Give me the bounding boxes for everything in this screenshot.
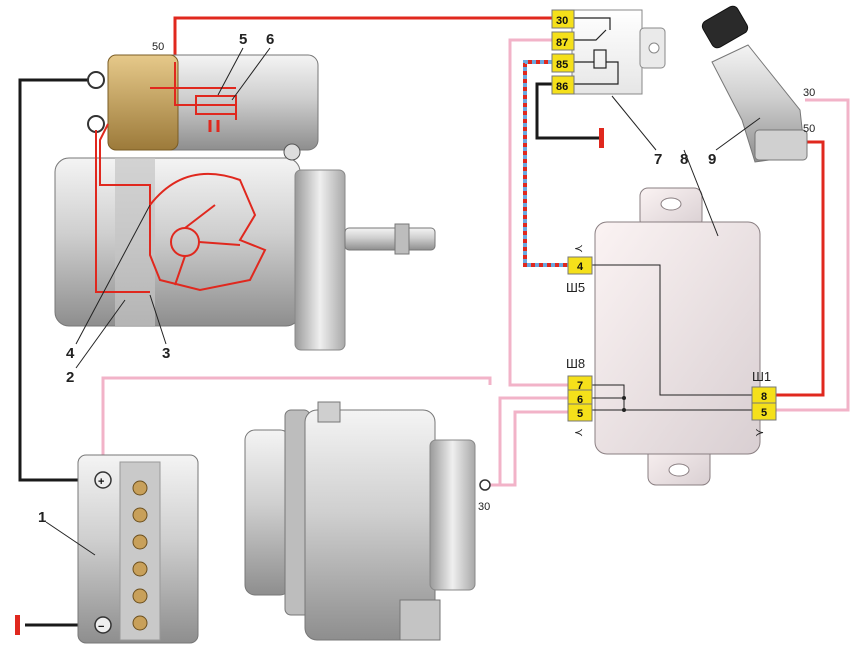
relay-bracket-hole bbox=[648, 42, 660, 54]
alternator-mount-bottom bbox=[399, 599, 441, 641]
starter-bolt bbox=[283, 143, 301, 161]
leader-6 bbox=[231, 47, 271, 101]
sh8-pin-5 bbox=[567, 403, 593, 422]
starter-shaft-collar bbox=[394, 223, 410, 255]
battery-cap bbox=[132, 615, 148, 631]
trace-node bbox=[622, 396, 626, 400]
connector-arrow: ≻ bbox=[755, 427, 764, 439]
sh1-pin-5-label: 5 bbox=[761, 407, 767, 419]
relay-body bbox=[571, 9, 643, 95]
label-1: 1 bbox=[38, 509, 46, 526]
battery-negative-terminal bbox=[94, 616, 112, 634]
relay-pin-30-label: 30 bbox=[556, 15, 568, 27]
connector-arrow: ≺ bbox=[574, 243, 583, 255]
wire-switch30-pink bbox=[775, 98, 850, 412]
leader-4 bbox=[75, 204, 151, 345]
connector-sh8-label: Ш8 bbox=[566, 356, 585, 371]
alternator bbox=[244, 401, 491, 641]
wire-switch50-to-sh1 bbox=[775, 140, 825, 397]
wire-battery-to-starter bbox=[18, 78, 103, 482]
relay-pin-85 bbox=[551, 53, 575, 73]
connector-arrow: ≺ bbox=[574, 427, 583, 439]
relay-pin-87 bbox=[551, 31, 575, 51]
relay-pin-86 bbox=[551, 75, 575, 95]
control-unit-tab-top-hole bbox=[660, 197, 682, 211]
sh5-pin-4-label: 4 bbox=[577, 261, 584, 273]
starter-terminal-top bbox=[87, 71, 105, 89]
relay bbox=[551, 9, 666, 95]
control-unit-body bbox=[594, 221, 761, 455]
ground-symbol-battery bbox=[15, 615, 20, 635]
sh1-pin-5 bbox=[751, 402, 777, 421]
relay-pin-85-label: 85 bbox=[556, 59, 568, 71]
sh1-pin-8-label: 8 bbox=[761, 391, 767, 403]
sh8-pin-7-label: 7 bbox=[577, 380, 583, 392]
relay-internal-schematic bbox=[574, 17, 619, 85]
alternator-rear bbox=[429, 439, 476, 591]
label-2: 2 bbox=[66, 369, 74, 386]
sh8-pin-5-label: 5 bbox=[577, 408, 583, 420]
relay-pin-86-label: 86 bbox=[556, 81, 568, 93]
connector-sh1-label: Ш1 bbox=[752, 369, 771, 384]
battery-cap bbox=[132, 480, 148, 496]
label-3: 3 bbox=[162, 345, 170, 362]
control-unit-traces bbox=[592, 264, 752, 411]
ignition-key bbox=[701, 5, 749, 49]
starter-terminal-50-label: 50 bbox=[152, 41, 164, 53]
ground-symbol-relay bbox=[599, 128, 604, 148]
leader-8 bbox=[683, 149, 719, 237]
battery-cap bbox=[132, 507, 148, 523]
wire-relay86-ground bbox=[535, 82, 600, 140]
control-unit-tab-bottom-hole bbox=[668, 463, 690, 477]
starter-motor bbox=[54, 54, 436, 351]
leader-2 bbox=[75, 299, 126, 369]
switch-terminal-50-label: 50 bbox=[803, 123, 815, 135]
switch-terminal-30-label: 30 bbox=[803, 87, 815, 99]
label-8: 8 bbox=[680, 151, 688, 168]
trace-node bbox=[622, 408, 626, 412]
sh5-pin-4 bbox=[567, 256, 593, 275]
battery bbox=[77, 454, 199, 644]
label-9: 9 bbox=[708, 151, 716, 168]
battery-cap bbox=[132, 561, 148, 577]
alternator-pulley bbox=[244, 429, 291, 596]
wire-battery-pink bbox=[101, 376, 492, 480]
wire-relay87-pink bbox=[508, 38, 568, 387]
battery-positive-terminal bbox=[94, 471, 112, 489]
relay-pin-30 bbox=[551, 9, 575, 29]
starter-nose bbox=[294, 169, 346, 351]
leader-9 bbox=[715, 117, 761, 151]
starter-terminal-bottom bbox=[87, 115, 105, 133]
wire-alt30-pink-b bbox=[485, 410, 568, 487]
ignition-switch bbox=[701, 5, 808, 163]
battery-cap bbox=[132, 534, 148, 550]
label-7: 7 bbox=[654, 151, 662, 168]
wire-starter50-to-relay30 bbox=[173, 16, 552, 62]
switch-connector bbox=[754, 129, 808, 161]
alternator-terminal-30-label: 30 bbox=[478, 501, 490, 513]
leader-1 bbox=[45, 521, 96, 556]
relay-pin-87-label: 87 bbox=[556, 37, 568, 49]
battery-cap bbox=[132, 588, 148, 604]
battery-minus-symbol: − bbox=[98, 621, 104, 633]
starter-body bbox=[54, 157, 301, 327]
leader-7 bbox=[611, 95, 657, 151]
label-5: 5 bbox=[239, 31, 247, 48]
starter-shaft bbox=[344, 227, 436, 251]
alternator-mount-top bbox=[317, 401, 341, 423]
leader-5 bbox=[217, 47, 244, 96]
wire-relay85-stripe bbox=[523, 60, 568, 267]
control-unit: ≺ ≺ ≻ bbox=[567, 187, 777, 486]
leader-3 bbox=[149, 294, 167, 345]
solenoid-brass-end bbox=[107, 54, 179, 151]
sh8-pin-6-label: 6 bbox=[577, 394, 583, 406]
battery-plus-symbol: + bbox=[98, 476, 104, 488]
label-6: 6 bbox=[266, 31, 274, 48]
connector-sh5-label: Ш5 bbox=[566, 280, 585, 295]
label-4: 4 bbox=[66, 345, 75, 362]
alternator-terminal-30 bbox=[479, 479, 491, 491]
